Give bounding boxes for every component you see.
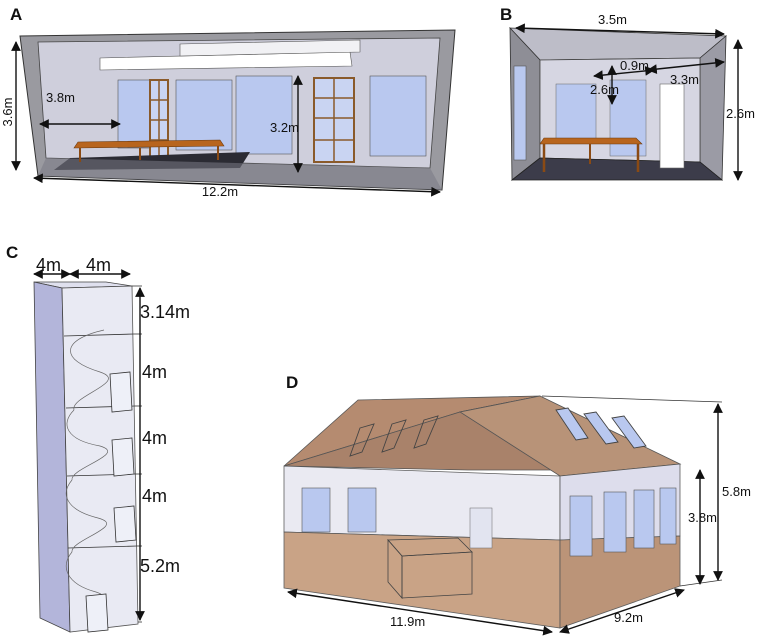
room-a-door-2	[313, 77, 355, 163]
panel-a: A	[0, 5, 456, 199]
dim-b-width-arrow	[515, 23, 725, 39]
room-a-ceiling-beam-2	[179, 39, 361, 57]
dim-a-window-height: 3.2m	[270, 120, 299, 135]
house-side-window-4	[659, 487, 677, 545]
panel-d-label: D	[286, 373, 298, 392]
panel-b: B 3.5m 2.6m 2.6m 0.9m 3.3m	[500, 5, 755, 181]
room-a-window-4	[369, 75, 427, 157]
dim-c-floor-4: 4m	[142, 486, 167, 506]
dim-a-height: 3.6m	[0, 98, 15, 127]
dim-c-bottom-floor: 5.2m	[140, 556, 180, 576]
room-a-door-1	[149, 79, 169, 159]
dim-b-span: 3.3m	[670, 72, 699, 87]
house-window-2	[347, 487, 377, 533]
dim-d-length: 11.9m	[390, 614, 425, 629]
dim-a-depth: 3.8m	[46, 90, 75, 105]
landing-box-3	[113, 505, 137, 543]
room-a-table	[73, 139, 225, 162]
dim-c-top-floor: 3.14m	[140, 302, 190, 322]
skylight-4	[555, 407, 589, 441]
panel-a-label: A	[10, 5, 22, 24]
room-b-window-left	[513, 65, 527, 161]
dim-a-length-arrow	[33, 173, 441, 197]
dim-b-inner-height: 2.6m	[590, 82, 619, 97]
panel-c-label: C	[6, 243, 18, 262]
skylight-6	[611, 415, 647, 449]
dim-c-floor-3: 4m	[142, 428, 167, 448]
panel-c: C 4m 4m 3.14m	[6, 243, 190, 633]
skylight-1	[349, 423, 375, 457]
dim-a-length: 12.2m	[202, 184, 238, 199]
floor-slab-1	[63, 333, 135, 337]
landing-box-2	[111, 437, 135, 477]
panel-b-label: B	[500, 5, 512, 24]
room-a-window-2	[175, 79, 233, 151]
dim-d-width-arrow	[559, 588, 685, 634]
dim-c-width-right: 4m	[86, 255, 111, 275]
dim-c-width-left: 4m	[36, 255, 61, 275]
dim-b-height: 2.6m	[726, 106, 755, 121]
dim-d-wall-height: 3.8m	[688, 510, 717, 525]
dim-b-width: 3.5m	[598, 12, 627, 27]
house-door-back	[469, 507, 493, 549]
dim-d-total-height: 5.8m	[722, 484, 751, 499]
room-b-right-wall	[699, 35, 727, 181]
room-a-window-3	[235, 75, 293, 155]
dim-c-floor-2: 4m	[142, 362, 167, 382]
dim-b-gap-arrow	[593, 66, 655, 80]
dim-d-bottom-guide	[679, 579, 723, 587]
house-side-window-1	[569, 495, 593, 557]
room-b-window-back-1	[555, 83, 597, 141]
dim-b-span-arrow	[647, 58, 725, 74]
skylight-3	[413, 415, 439, 449]
floor-slab-4	[67, 545, 138, 549]
house-side-window-2	[603, 491, 627, 553]
room-b-door	[659, 83, 685, 169]
landing-box-1	[109, 371, 133, 413]
panel-d: D 5.8	[283, 373, 751, 636]
dim-b-gap: 0.9m	[620, 58, 649, 73]
room-b-table	[539, 137, 643, 172]
dim-d-top-guide	[541, 395, 723, 403]
dim-d-length-arrow	[287, 588, 553, 636]
house-side-window-3	[633, 489, 655, 549]
house-window-1	[301, 487, 331, 533]
skylight-2	[381, 419, 407, 453]
landing-box-4	[85, 593, 109, 633]
skylight-5	[583, 411, 619, 445]
dim-d-width: 9.2m	[614, 610, 643, 625]
